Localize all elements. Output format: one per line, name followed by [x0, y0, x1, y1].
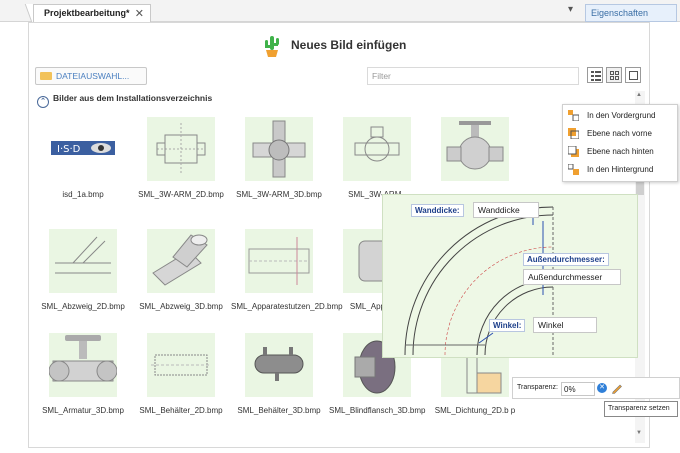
wall-thickness-field[interactable]: Wanddicke	[473, 202, 539, 218]
drawing-thumbnail	[49, 229, 117, 293]
list-view-icon[interactable]	[587, 67, 603, 83]
menu-item-label: In den Hintergrund	[587, 165, 654, 174]
drawing-thumbnail	[147, 333, 215, 397]
section-header[interactable]: ⌃ Bilder aus dem Installationsverzeichnis	[37, 93, 213, 108]
svg-text:I·S·D: I·S·D	[57, 144, 81, 155]
cactus-icon	[265, 36, 279, 57]
image-tile[interactable]: SML_Behälter_3D.bmp	[231, 333, 327, 437]
tab-label: Projektbearbeitung*	[44, 8, 130, 18]
tab-eigenschaften[interactable]: Eigenschaften	[585, 4, 677, 22]
image-tile[interactable]: SML_Armatur_3D.bmp	[35, 333, 131, 437]
menu-item-bring-to-front[interactable]: In den Vordergrund	[563, 107, 679, 125]
menu-item-label: Ebene nach vorne	[587, 129, 652, 138]
menu-item-send-to-back[interactable]: In den Hintergrund	[563, 161, 679, 179]
transparency-control: Transparenz: 0% ✕	[512, 377, 680, 399]
valve-3d-thumbnail	[441, 117, 509, 181]
image-label: SML_3W-ARM_	[348, 190, 406, 199]
scroll-up-icon[interactable]: ▲	[636, 92, 642, 98]
send-backward-icon	[568, 146, 579, 157]
image-tile[interactable]: SML_3W-ARM_	[329, 117, 425, 221]
image-tile[interactable]: SML_Behälter_2D.bmp	[133, 333, 229, 437]
menu-item-send-backward[interactable]: Ebene nach hinten	[563, 143, 679, 161]
bring-to-front-icon	[568, 110, 579, 121]
image-label: SML_Apparatestutzen_2D.bmp	[231, 302, 343, 311]
image-label: SML_Appa 3D.	[349, 302, 405, 311]
image-label: SML_Dichtung_2D.b p	[434, 406, 516, 415]
send-to-back-icon	[568, 164, 579, 175]
dialog-title: Neues Bild einfügen	[291, 38, 407, 52]
file-select-label: DATEIAUSWAHL...	[56, 71, 130, 81]
reset-icon[interactable]: ✕	[597, 383, 607, 393]
menu-item-label: In den Vordergrund	[587, 111, 656, 120]
drawing-thumbnail	[343, 117, 411, 181]
transparency-label: Transparenz:	[517, 384, 558, 391]
image-tile[interactable]: SML_Abzweig_2D.bmp	[35, 229, 131, 333]
transparency-input[interactable]: 0%	[561, 382, 595, 396]
drawing-thumbnail	[245, 229, 313, 293]
bring-forward-icon	[568, 128, 579, 139]
image-label: SML_3W-ARM_3D.bmp	[236, 190, 322, 199]
image-tile[interactable]: SML_3W-ARM_2D.bmp	[133, 117, 229, 221]
valve-3d-thumbnail	[245, 117, 313, 181]
image-label: SML_3W-ARM_2D.bmp	[138, 190, 224, 199]
isd-logo-thumbnail: I·S·D	[49, 117, 117, 181]
image-label: isd_1a.bmp	[62, 190, 104, 199]
collapse-icon[interactable]: ⌃	[37, 96, 49, 108]
image-label: SML_Abzweig_3D.bmp	[139, 302, 223, 311]
image-tile[interactable]: I·S·D isd_1a.bmp	[35, 117, 131, 221]
grid-view-icon[interactable]	[606, 67, 622, 83]
image-label: SML_Behälter_3D.bmp	[237, 406, 321, 415]
dialog-header: Neues Bild einfügen	[29, 29, 651, 59]
image-label: SML_Blindflansch_3D.bmp	[329, 406, 426, 415]
scroll-down-icon[interactable]: ▼	[636, 430, 642, 436]
outer-diameter-field[interactable]: Außendurchmesser	[523, 269, 621, 285]
menu-item-bring-forward[interactable]: Ebene nach vorne	[563, 125, 679, 143]
image-label: SML_Armatur_3D.bmp	[42, 406, 124, 415]
image-label: SML_Abzweig_2D.bmp	[41, 302, 125, 311]
wall-thickness-label: Wanddicke:	[411, 204, 464, 217]
valve-3d-thumbnail	[49, 333, 117, 397]
pencil-icon[interactable]	[611, 382, 623, 394]
chevron-down-icon[interactable]: ▾	[568, 4, 574, 15]
tooltip: Transparenz setzen	[604, 401, 678, 417]
image-preview-panel[interactable]: Wanddicke: Wanddicke Außendurchmesser: A…	[382, 194, 638, 358]
pipe-3d-thumbnail	[147, 229, 215, 293]
file-select-button[interactable]: DATEIAUSWAHL...	[35, 67, 147, 85]
section-title: Bilder aus dem Installationsverzeichnis	[53, 93, 213, 103]
close-icon[interactable]: ✕	[134, 8, 144, 20]
vessel-3d-thumbnail	[245, 333, 313, 397]
single-view-icon[interactable]	[625, 67, 641, 83]
pipe-elbow-drawing	[404, 203, 554, 356]
angle-field[interactable]: Winkel	[533, 317, 597, 333]
image-tile[interactable]	[427, 117, 523, 221]
menu-item-label: Ebene nach hinten	[587, 147, 654, 156]
image-label: SML_Behälter_2D.bmp	[139, 406, 223, 415]
tab-projektbearbeitung[interactable]: Projektbearbeitung* ✕	[33, 4, 151, 22]
image-tile[interactable]: SML_Abzweig_3D.bmp	[133, 229, 229, 333]
folder-icon	[40, 72, 52, 80]
image-tile[interactable]: SML_3W-ARM_3D.bmp	[231, 117, 327, 221]
filter-input[interactable]: Filter	[367, 67, 579, 85]
drawing-thumbnail	[147, 117, 215, 181]
tab-strip	[0, 0, 680, 22]
image-tile[interactable]: SML_Apparatestutzen_2D.bmp	[231, 229, 343, 333]
context-menu: In den Vordergrund Ebene nach vorne Eben…	[562, 104, 678, 182]
outer-diameter-label: Außendurchmesser:	[523, 253, 609, 266]
angle-label: Winkel:	[489, 319, 526, 332]
